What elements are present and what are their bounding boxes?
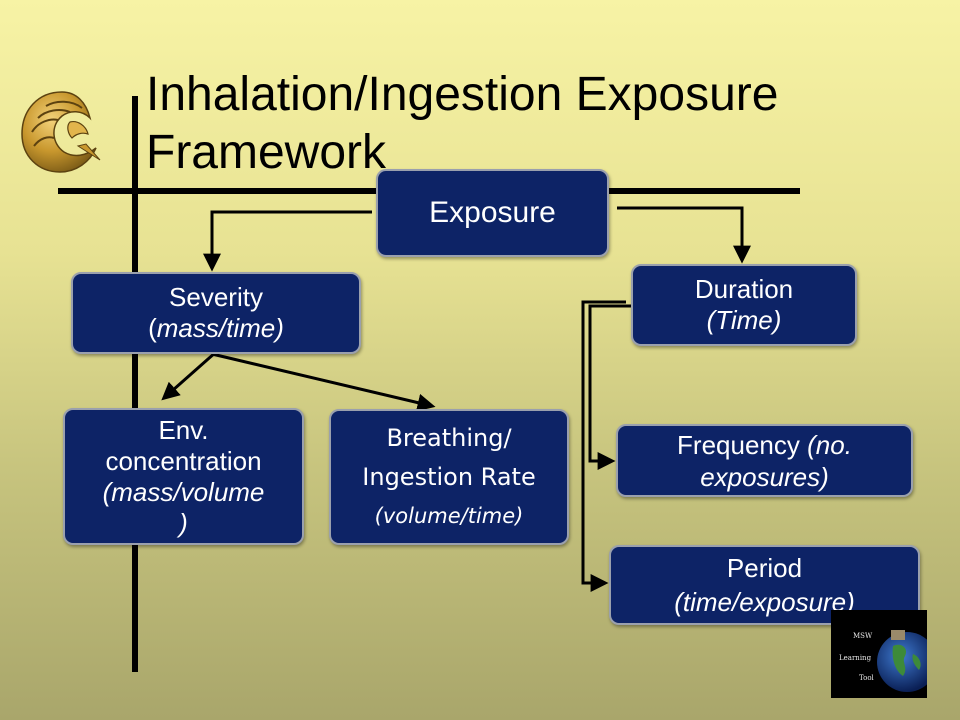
arrow-severity-breathing: [211, 352, 436, 412]
severity-units-italic: mass/time): [156, 313, 284, 343]
breathing-units: (volume/time): [374, 503, 524, 528]
globe-icon: [877, 630, 927, 692]
severity-units: (mass/time): [148, 313, 284, 344]
msw-learning-tool-badge: MSW Learning Tool: [831, 610, 927, 698]
env-units-line2: ): [179, 507, 188, 538]
pegasus-logo-icon: [21, 91, 101, 173]
severity-box: Severity (mass/time): [71, 272, 361, 354]
severity-label: Severity: [169, 282, 263, 312]
env-units-line1: (mass/volume: [102, 476, 265, 507]
env-label-line1: Env.: [158, 414, 209, 445]
duration-units: (Time): [706, 305, 782, 335]
vertical-rule: [132, 96, 138, 672]
breathing-label-line1: Breathing/: [386, 423, 512, 452]
frequency-label: Frequency: [677, 429, 808, 460]
duration-label: Duration: [694, 274, 794, 304]
breathing-rate-box: Breathing/ Ingestion Rate (volume/time): [329, 409, 569, 545]
env-concentration-box: Env. concentration (mass/volume ): [63, 408, 304, 545]
badge-line3: Tool: [859, 674, 874, 682]
badge-line1: MSW: [853, 632, 873, 640]
frequency-units-part1: (no.: [807, 429, 852, 460]
severity-units-paren: (: [148, 313, 157, 343]
duration-box: Duration (Time): [631, 264, 857, 346]
period-label: Period: [726, 553, 803, 583]
arrow-exposure-severity: [203, 210, 372, 272]
slide-title: Inhalation/Ingestion Exposure Framework: [146, 68, 779, 179]
period-box: Period (time/exposure): [609, 545, 920, 625]
exposure-label: Exposure: [429, 196, 556, 229]
arrow-severity-env: [161, 350, 217, 401]
breathing-label-line2: Ingestion Rate: [362, 462, 536, 491]
period-units: (time/exposure): [674, 587, 855, 617]
env-label-line2: concentration: [105, 445, 262, 476]
frequency-box: Frequency (no. exposures): [616, 424, 913, 497]
frequency-line1: Frequency (no.: [677, 429, 852, 461]
badge-line2: Learning: [839, 654, 872, 662]
arrow-exposure-duration: [617, 206, 751, 264]
frequency-units-part2: exposures): [700, 461, 829, 492]
exposure-box: Exposure: [376, 169, 609, 257]
